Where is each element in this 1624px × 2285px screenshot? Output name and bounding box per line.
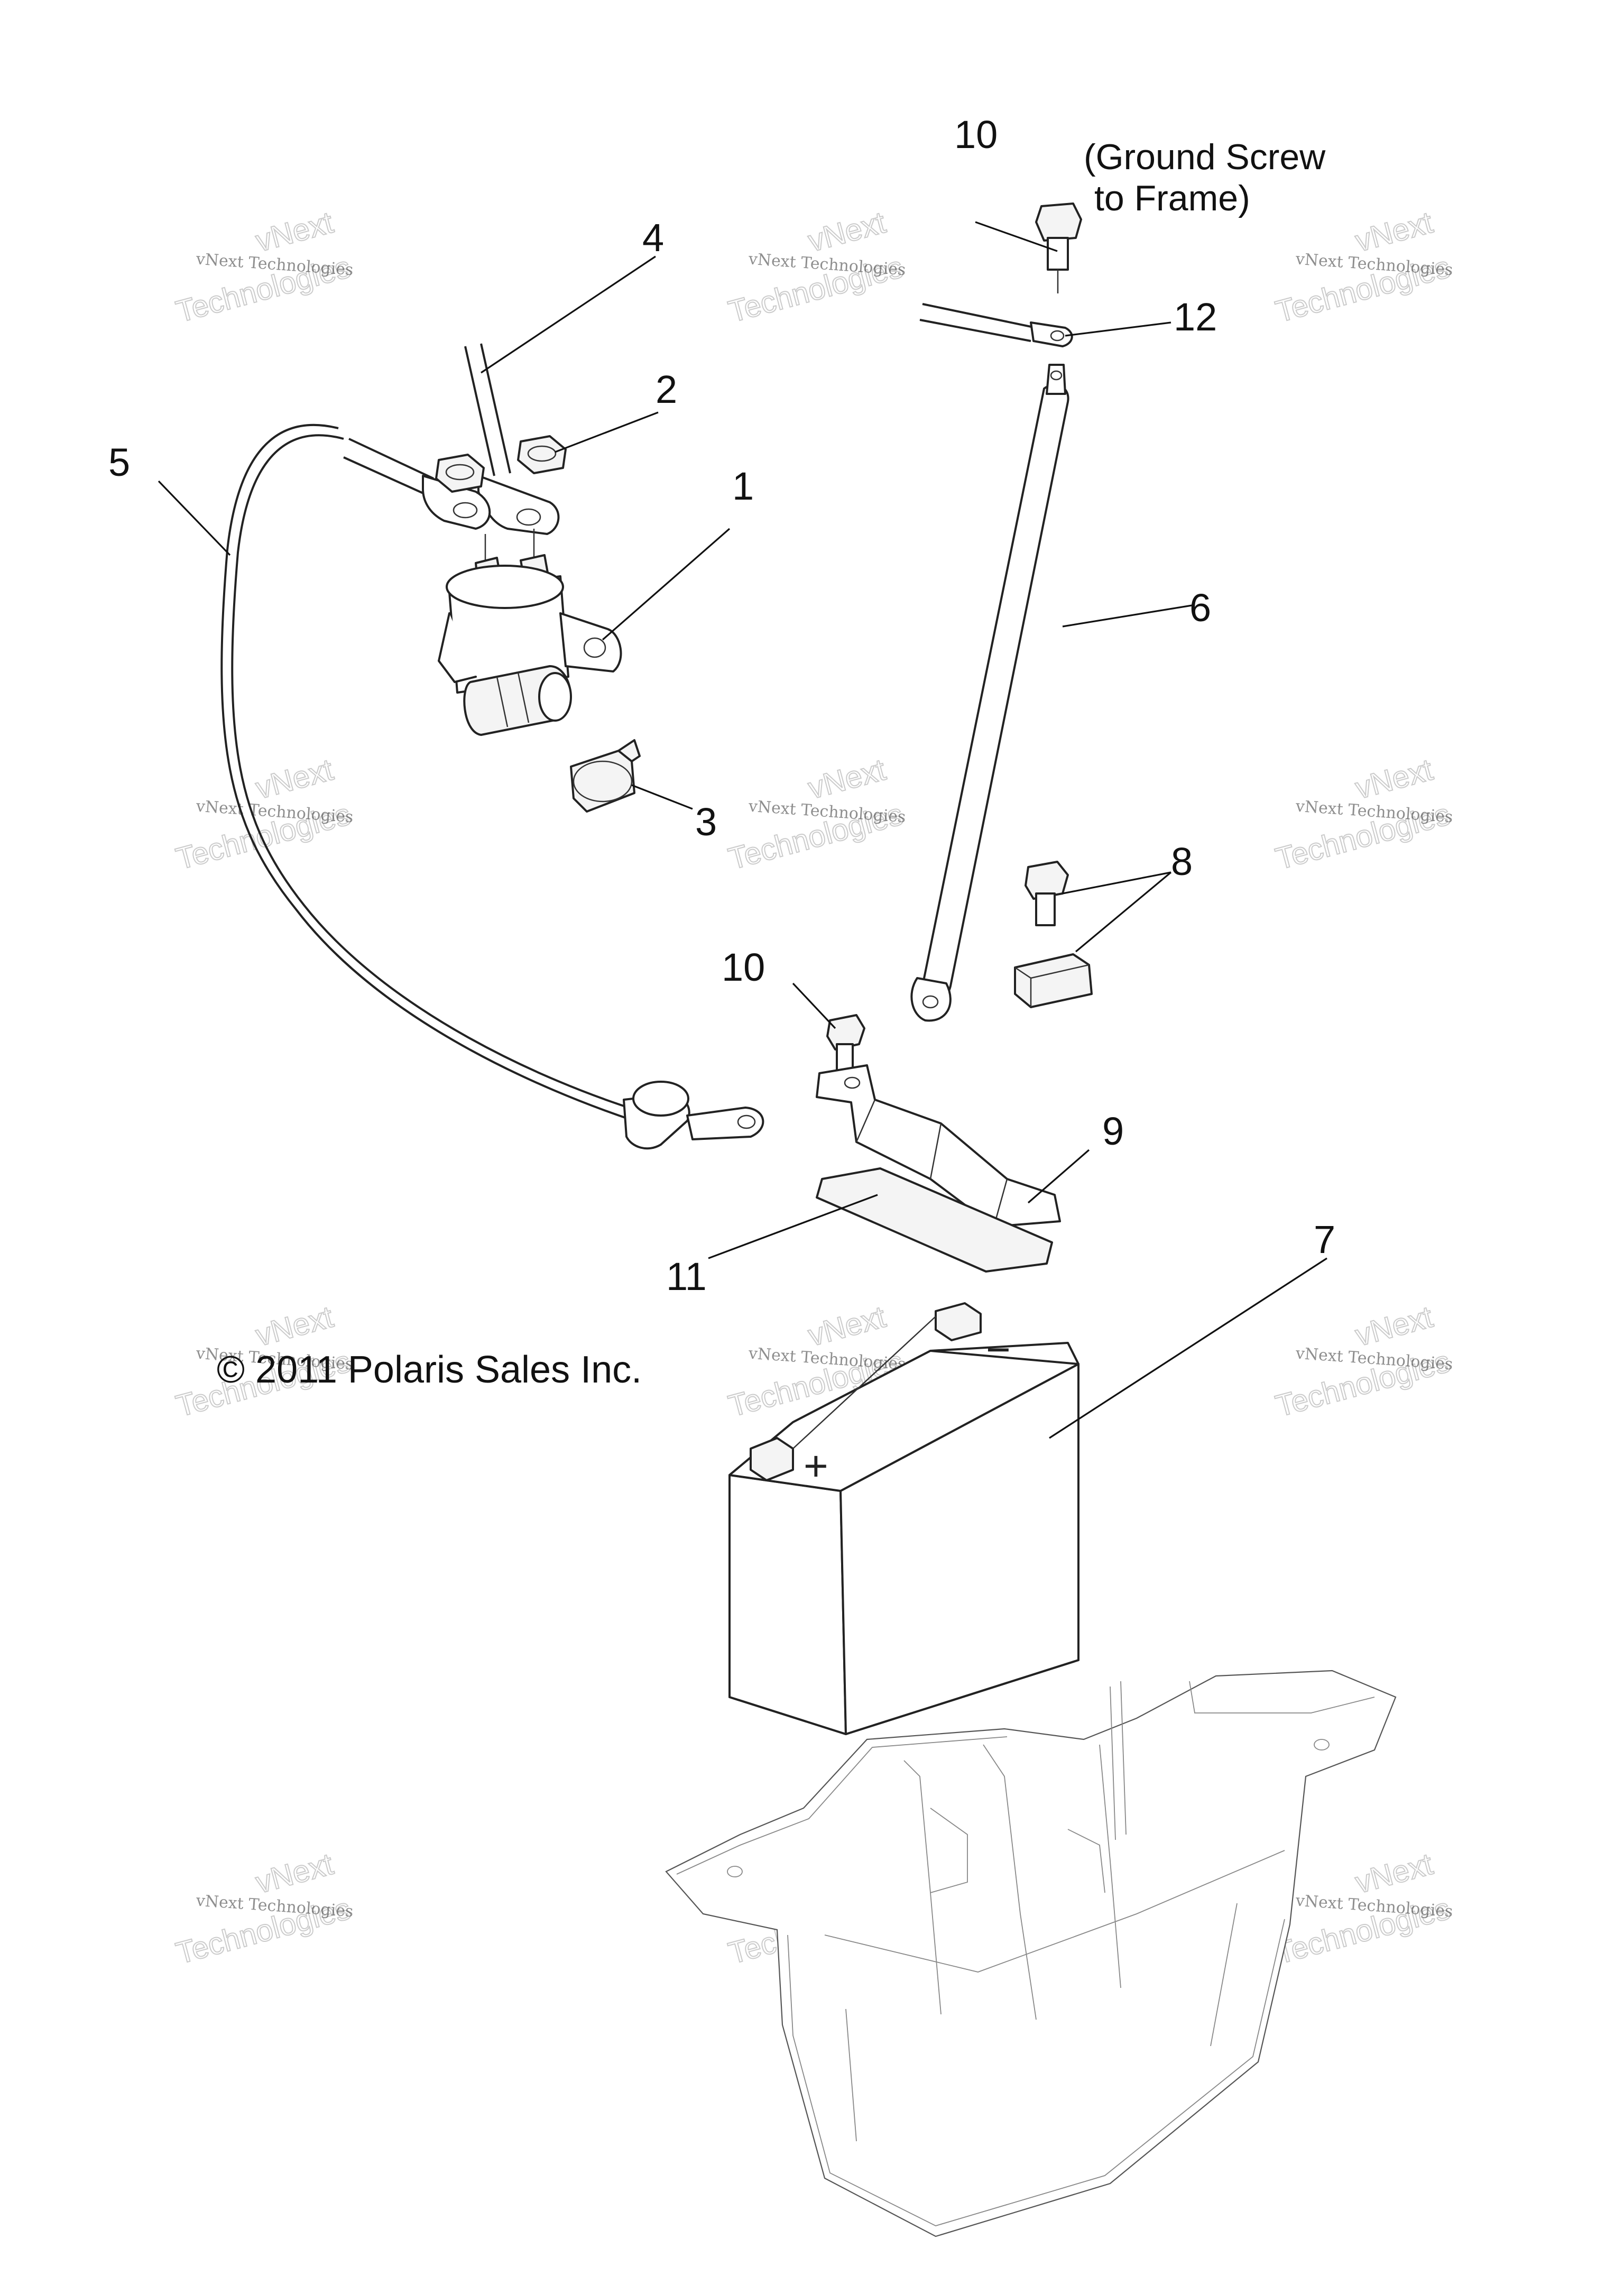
watermark-brand: vNext [252, 205, 337, 259]
part-2-nut-left [435, 454, 485, 493]
watermark-brand: vNext [1352, 1847, 1436, 1900]
part-5-cable [220, 423, 764, 1150]
callout-labels: 1 2 3 4 5 6 7 8 9 10 10 11 12 [108, 113, 1335, 1298]
watermark-brand: vNext [252, 1847, 337, 1900]
part-10-ground-screw [1035, 202, 1082, 293]
part-8-bolt [1025, 861, 1069, 926]
callout-7: 7 [1314, 1218, 1335, 1261]
solenoid-left-cable [343, 438, 491, 530]
watermark-brand: vNext [805, 1300, 889, 1353]
part-11-pad [816, 1167, 1053, 1273]
ground-note-line1: (Ground Screw [1084, 137, 1326, 177]
watermark-brand: vNext [1352, 205, 1436, 259]
part-8-nut-block [1014, 953, 1093, 1008]
part-12-ground-cable [919, 303, 1073, 347]
watermark-brand: vNext [1352, 752, 1436, 806]
copyright-text: © 2011 Polaris Sales Inc. [217, 1349, 642, 1391]
ground-screw-note: (Ground Screw to Frame) [1084, 137, 1326, 218]
watermark-brand: vNext [805, 205, 889, 259]
callout-11: 11 [666, 1255, 707, 1298]
callout-10-mid: 10 [722, 945, 765, 989]
callout-1: 1 [732, 464, 754, 508]
battery-negative-symbol: − [986, 1326, 1011, 1373]
part-2-nut-right [517, 435, 567, 474]
callout-4: 4 [642, 216, 664, 260]
watermark-brand: vNext [1352, 1300, 1436, 1353]
callout-8: 8 [1171, 840, 1193, 883]
callout-5: 5 [108, 440, 130, 484]
part-10-hold-down-screw [826, 1014, 865, 1074]
part-9-bracket [816, 1064, 1061, 1228]
battery-tray [665, 1670, 1397, 2237]
callout-3: 3 [695, 800, 717, 844]
part-1-solenoid [438, 529, 622, 736]
watermark-brand: vNext [805, 752, 889, 806]
battery-positive-symbol: + [804, 1442, 828, 1489]
part-3-bolt [570, 739, 641, 813]
callout-12: 12 [1174, 295, 1217, 339]
watermark-brand: vNext [252, 1300, 337, 1353]
leader-lines [158, 221, 1327, 1439]
part-6-battery-cable [910, 364, 1069, 1022]
watermark-brand: vNext [252, 752, 337, 806]
part-7-battery [728, 1302, 1079, 1735]
callout-10-top: 10 [954, 113, 998, 156]
callout-6: 6 [1189, 586, 1211, 630]
ground-note-line2: to Frame) [1094, 178, 1250, 218]
callout-2: 2 [656, 367, 677, 411]
callout-9: 9 [1102, 1109, 1124, 1153]
